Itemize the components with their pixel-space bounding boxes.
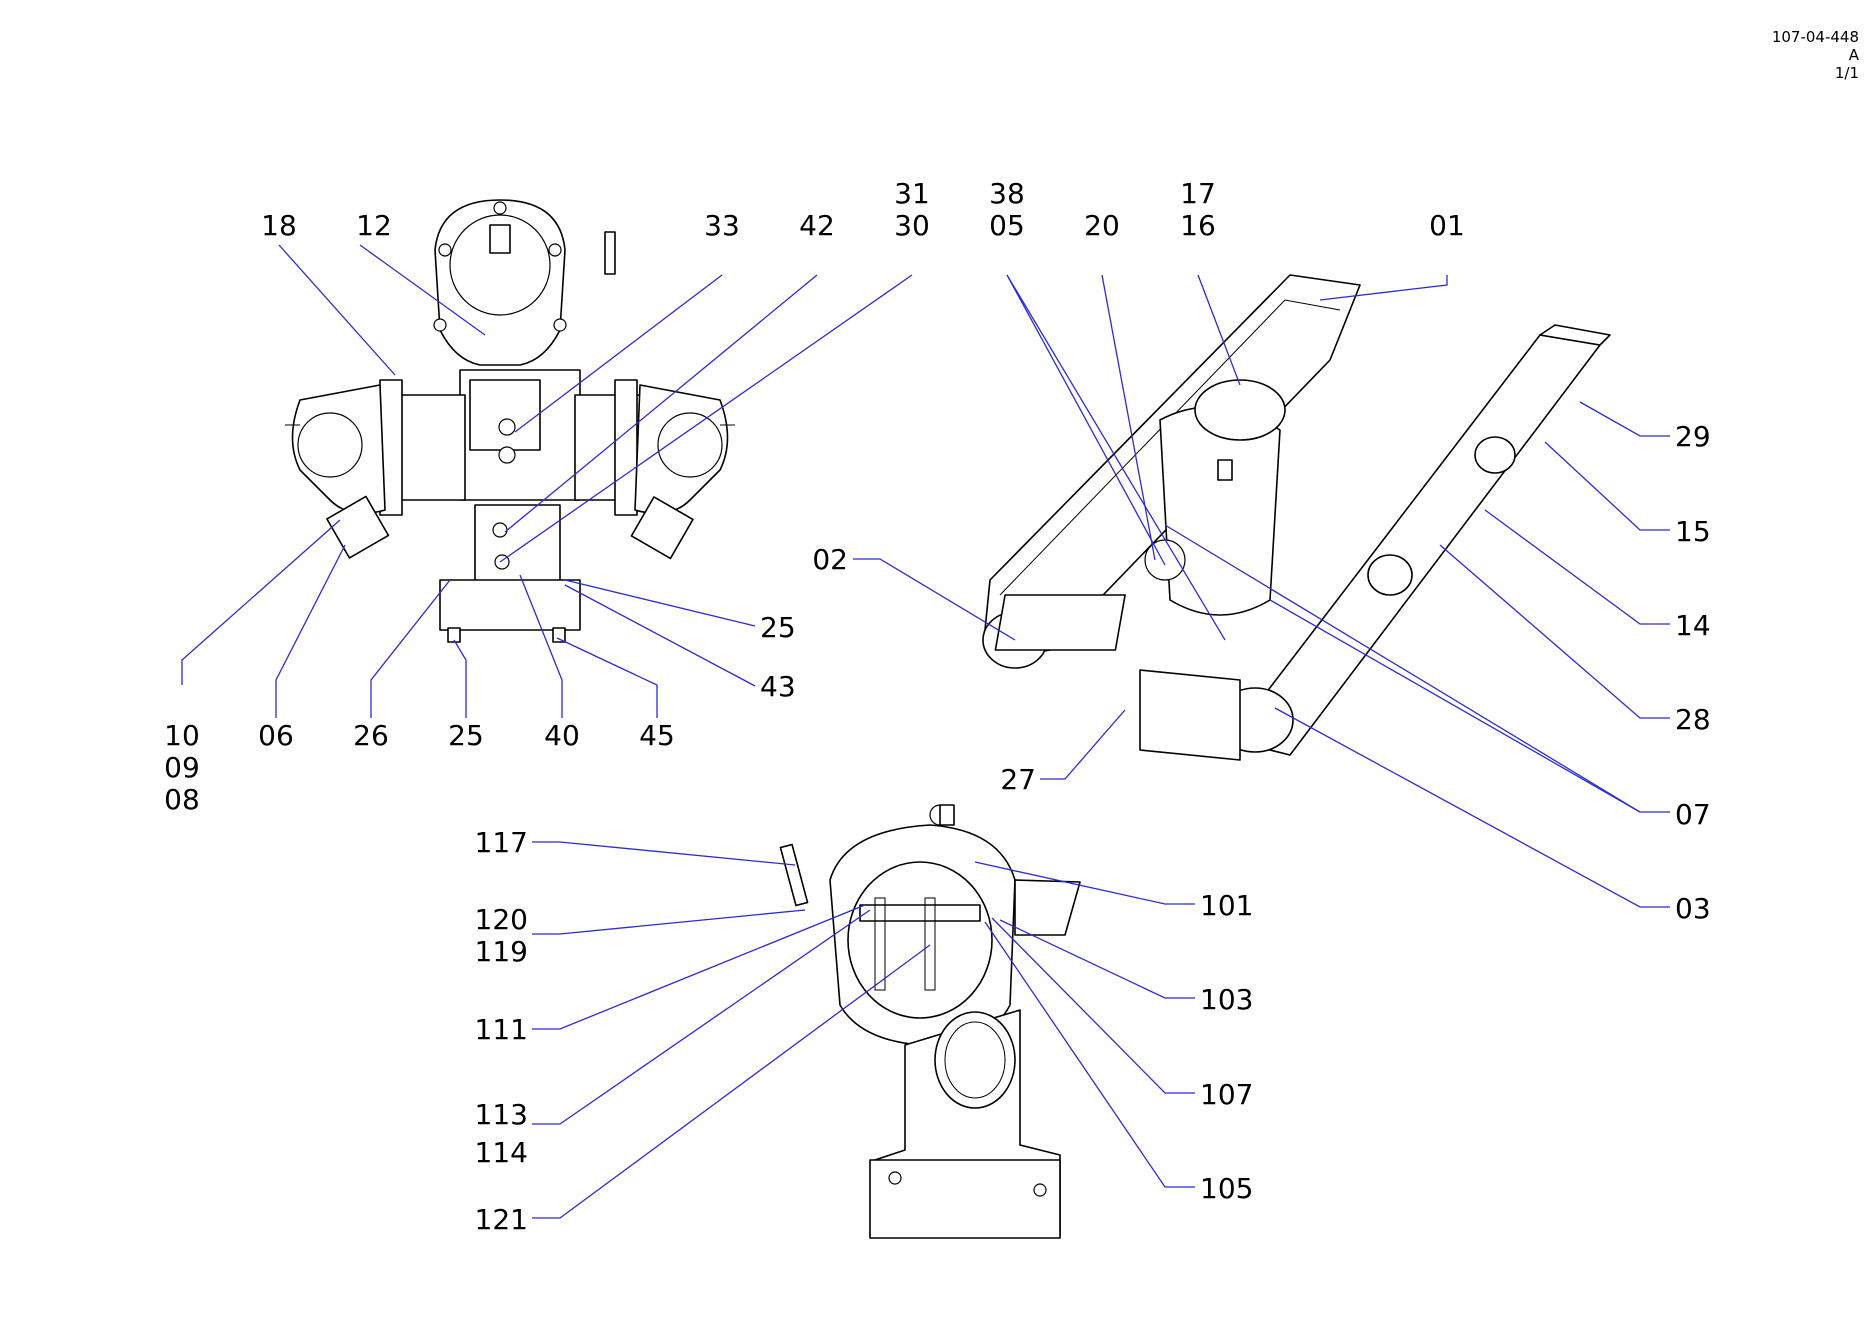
callout-10: 10 [164,719,200,752]
leader-27 [1040,709,1126,780]
callout-101: 101 [1200,889,1253,922]
leader-lines [181,244,1670,1219]
callout-06: 06 [258,719,294,752]
callout-111: 111 [475,1013,528,1046]
sheet-number: 1/1 [1834,64,1859,82]
callout-18: 18 [261,209,297,242]
callout-43: 43 [760,670,796,703]
callout-12: 12 [356,209,392,242]
title-block: 107-04-448 A 1/1 [1772,28,1859,82]
callout-20: 20 [1084,209,1120,242]
callout-05: 05 [989,209,1025,242]
leader-121 [532,944,931,1219]
leader-43 [564,584,756,687]
leader-12 [359,244,486,336]
callout-113: 113 [475,1098,528,1131]
callout-38: 38 [989,177,1025,210]
callout-labels: 18 12 33 42 31 30 38 05 20 17 16 01 29 1… [164,177,1710,1236]
leader-07-b [1269,599,1641,813]
leader-18 [278,244,396,376]
callout-14: 14 [1675,609,1711,642]
leader-117 [532,841,796,866]
callout-114: 114 [475,1136,528,1169]
leader-42 [504,274,818,533]
leader-111 [532,904,866,1030]
callout-33: 33 [704,209,740,242]
leader-14 [1484,509,1670,625]
callout-26: 26 [353,719,389,752]
callout-120: 120 [475,903,528,936]
leader-105 [984,921,1195,1188]
isometric-view-assembly [982,274,1611,761]
front-view-assembly [285,199,735,643]
leader-40 [519,574,563,718]
leader-31-30 [499,274,913,563]
callout-105: 105 [1200,1172,1253,1205]
leader-45 [556,637,658,718]
callout-45: 45 [639,719,675,752]
leader-33 [514,274,723,433]
leader-17-16 [1197,274,1241,386]
callout-16: 16 [1180,209,1216,242]
leader-10-09-08 [181,519,341,685]
callout-42: 42 [799,209,835,242]
leader-113-114 [532,909,871,1125]
leader-107 [991,917,1195,1094]
callout-01: 01 [1429,209,1465,242]
leader-38-05-b [1006,274,1226,641]
leader-20 [1101,274,1156,561]
callout-107: 107 [1200,1078,1253,1111]
callout-15: 15 [1675,515,1711,548]
callout-103: 103 [1200,983,1253,1016]
callout-25-right: 25 [760,611,796,644]
callout-28: 28 [1675,703,1711,736]
leader-103 [999,919,1195,999]
callout-121: 121 [475,1203,528,1236]
callout-117: 117 [475,826,528,859]
leader-01 [1319,275,1448,301]
callout-09: 09 [164,751,200,784]
leader-38-05-a [1006,274,1166,566]
leader-26 [370,579,451,718]
callout-27: 27 [1000,763,1036,796]
leader-25-right [564,579,756,627]
leader-28 [1439,544,1670,719]
callout-30: 30 [894,209,930,242]
callout-07: 07 [1675,798,1711,831]
leader-29 [1579,401,1670,437]
drawing-number: 107-04-448 [1771,28,1859,46]
callout-40: 40 [544,719,580,752]
column-casting-view [779,804,1081,1239]
leader-120-119 [532,909,806,935]
callout-17: 17 [1180,177,1216,210]
callout-119: 119 [475,935,528,968]
callout-02: 02 [812,543,848,576]
leader-15 [1544,441,1670,531]
leader-02 [853,558,1016,641]
leader-101 [974,861,1195,905]
revision: A [1848,46,1859,64]
callout-31: 31 [894,177,930,210]
callout-08: 08 [164,783,200,816]
leader-03 [1274,707,1670,908]
callout-25-left: 25 [448,719,484,752]
leader-25-left [453,639,467,718]
callout-29: 29 [1675,420,1711,453]
callout-03: 03 [1675,892,1711,925]
leader-06 [275,544,346,718]
